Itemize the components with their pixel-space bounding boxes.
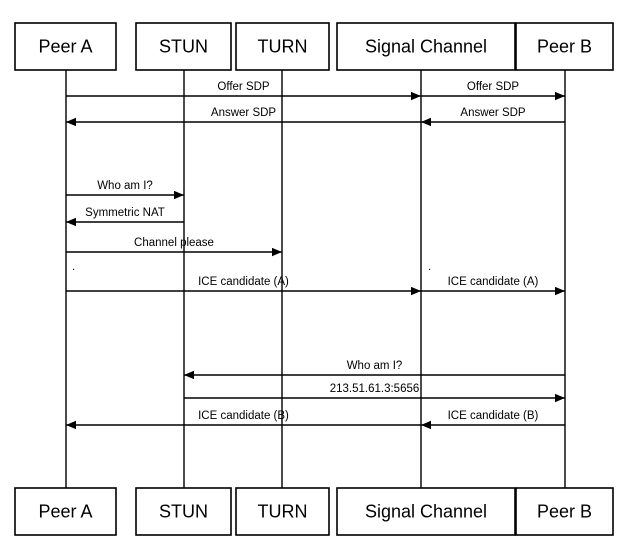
message-who-am-i-b-stun[interactable]: Who am I? <box>184 360 565 380</box>
message-ice-candidate-b-peera[interactable]: ICE candidate (B) <box>66 410 421 430</box>
participant-box-outline <box>135 22 232 71</box>
participant-boxes-top: Peer A STUN TURN Signal Channel Peer B <box>14 22 614 71</box>
message-symmetric-nat[interactable]: Symmetric NAT <box>66 207 184 227</box>
participant-boxes-bottom: Peer A STUN TURN Signal Channel Peer B <box>14 487 614 536</box>
message-ice-candidate-a-peerb[interactable]: ICE candidate (A) <box>421 276 565 296</box>
message-label: Answer SDP <box>460 107 526 119</box>
message-label: Channel please <box>134 237 214 249</box>
participant-box-outline <box>336 22 516 71</box>
participant-box-outline <box>515 487 614 536</box>
participant-box-stun-bottom[interactable]: STUN <box>135 487 232 536</box>
message-label: Who am I? <box>97 180 153 192</box>
message-label: Offer SDP <box>217 81 270 93</box>
message-channel-please[interactable]: Channel please <box>66 237 282 257</box>
participant-label: Peer B <box>537 501 592 521</box>
participant-box-peerB-top[interactable]: Peer B <box>515 22 614 71</box>
message-label: Offer SDP <box>467 81 520 93</box>
participant-box-outline <box>14 487 117 536</box>
markers-layer: .. <box>72 261 431 273</box>
marker-peer-a: . <box>72 261 75 273</box>
marker-signal-channel: . <box>428 261 431 273</box>
participant-label: TURN <box>258 501 308 521</box>
messages-layer: Offer SDP Offer SDP Answer SDP Answer SDP Wh… <box>66 81 565 430</box>
participant-label: Signal Channel <box>365 36 487 56</box>
message-label: ICE candidate (A) <box>448 276 539 288</box>
message-offer-sdp-signal-b[interactable]: Offer SDP <box>421 81 565 101</box>
message-label: Answer SDP <box>211 107 277 119</box>
message-who-am-i-a-stun[interactable]: Who am I? <box>66 180 184 200</box>
lifelines-layer <box>65 70 566 488</box>
message-label: ICE candidate (B) <box>198 410 289 422</box>
message-label: Who am I? <box>347 360 403 372</box>
participant-box-stun-top[interactable]: STUN <box>135 22 232 71</box>
participant-label: STUN <box>159 501 208 521</box>
participant-box-outline <box>235 487 330 536</box>
participant-box-peerA-top[interactable]: Peer A <box>14 22 117 71</box>
message-label: 213.51.61.3:5656 <box>330 383 420 395</box>
message-answer-sdp-b-signal[interactable]: Answer SDP <box>421 107 565 127</box>
participant-label: Peer A <box>38 501 92 521</box>
participant-label: Peer A <box>38 36 92 56</box>
participant-label: TURN <box>258 36 308 56</box>
participant-box-signal-top[interactable]: Signal Channel <box>336 22 516 71</box>
participant-box-outline <box>336 487 516 536</box>
participant-box-turn-top[interactable]: TURN <box>235 22 330 71</box>
participant-label: STUN <box>159 36 208 56</box>
participant-box-outline <box>235 22 330 71</box>
participant-box-peerB-bottom[interactable]: Peer B <box>515 487 614 536</box>
message-offer-sdp-a-signal[interactable]: Offer SDP <box>66 81 421 101</box>
message-answer-sdp-signal-a[interactable]: Answer SDP <box>66 107 421 127</box>
participant-box-outline <box>14 22 117 71</box>
participant-box-turn-bottom[interactable]: TURN <box>235 487 330 536</box>
message-label: ICE candidate (A) <box>198 276 289 288</box>
message-label: Symmetric NAT <box>85 207 165 219</box>
participant-box-peerA-bottom[interactable]: Peer A <box>14 487 117 536</box>
message-ice-candidate-b-signal[interactable]: ICE candidate (B) <box>421 410 565 430</box>
message-ice-candidate-a-signal[interactable]: ICE candidate (A) <box>66 276 421 296</box>
message-stun-address-reply[interactable]: 213.51.61.3:5656 <box>184 383 565 403</box>
participant-box-outline <box>515 22 614 71</box>
message-label: ICE candidate (B) <box>448 410 539 422</box>
participant-label: Peer B <box>537 36 592 56</box>
participant-box-outline <box>135 487 232 536</box>
participant-box-signal-bottom[interactable]: Signal Channel <box>336 487 516 536</box>
participant-label: Signal Channel <box>365 501 487 521</box>
